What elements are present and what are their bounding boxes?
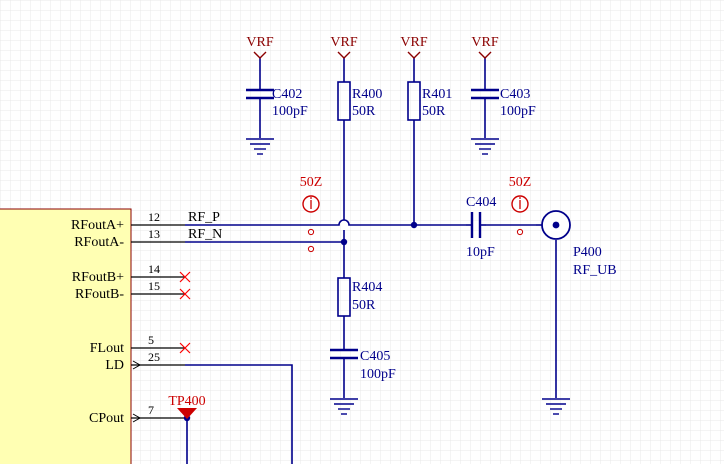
probe-point-icon	[516, 228, 524, 236]
no-connect-markers	[179, 271, 191, 354]
net-label-rf-p[interactable]: RF_P	[188, 210, 220, 225]
ic-body[interactable]	[0, 208, 132, 469]
capacitor-c403[interactable]	[471, 88, 499, 100]
junction-dot	[410, 221, 418, 229]
ic-pin-name-ld: LD	[105, 358, 124, 373]
c404-designator: C404	[466, 195, 496, 210]
pin-number-12: 12	[148, 210, 160, 224]
r400-designator: R400	[352, 87, 382, 102]
resistor-r401-body[interactable]	[407, 81, 421, 121]
c403-value: 100pF	[500, 104, 536, 119]
ground-icon[interactable]	[330, 398, 358, 415]
power-arrow-icon	[478, 51, 492, 59]
pin-number-15: 15	[148, 279, 160, 293]
power-label-vrf-2: VRF	[330, 35, 357, 50]
net-label-rf-n[interactable]: RF_N	[188, 227, 222, 242]
ground-icon[interactable]	[542, 398, 570, 415]
pin-numbers: 12 13 14 15 5 25 7	[148, 210, 160, 417]
impedance-marker-2[interactable]: 50Z	[509, 175, 532, 236]
net-labels: RF_P RF_N	[188, 210, 222, 242]
test-point-tp400[interactable]: TP400	[168, 394, 206, 419]
probe-point-icon	[307, 228, 315, 236]
resistor-r400-body[interactable]	[337, 81, 351, 121]
pin-number-5: 5	[148, 333, 154, 347]
ic-pin-name-rfoutb-minus: RFoutB-	[75, 287, 124, 302]
resistor-r404-body[interactable]	[337, 277, 351, 317]
pin-number-25: 25	[148, 350, 160, 364]
ground-icon[interactable]	[471, 138, 499, 155]
ld-pin-arrow-icon	[132, 360, 142, 370]
c405-value: 100pF	[360, 367, 396, 382]
r404-value: 50R	[352, 298, 376, 313]
r401-designator: R401	[422, 87, 452, 102]
junction-dot	[340, 238, 348, 246]
c404-value: 10pF	[466, 245, 495, 260]
pin-number-7: 7	[148, 403, 154, 417]
ic-pin-name-cpout: CPout	[89, 411, 124, 426]
impedance-label: 50Z	[300, 175, 323, 190]
power-label-vrf-4: VRF	[471, 35, 498, 50]
cpout-pin-arrow-icon	[132, 413, 142, 423]
power-ports	[253, 51, 492, 59]
power-arrow-icon	[337, 51, 351, 59]
tp400-designator: TP400	[168, 394, 205, 409]
ic-pin-name-rfouta-minus: RFoutA-	[74, 235, 124, 250]
c402-value: 100pF	[272, 104, 308, 119]
wire-rf-p[interactable]	[185, 219, 466, 226]
ic-pin-name-rfouta-plus: RFoutA+	[71, 218, 124, 233]
power-port-vrf-4[interactable]	[478, 51, 492, 59]
ground-icon[interactable]	[246, 138, 274, 155]
r401-value: 50R	[422, 104, 446, 119]
test-point-icon	[177, 408, 197, 419]
impedance-label: 50Z	[509, 175, 532, 190]
p400-designator: P400	[573, 245, 602, 260]
p400-value: RF_UB	[573, 263, 617, 278]
pin-number-14: 14	[148, 262, 160, 276]
power-arrow-icon	[253, 51, 267, 59]
power-label-vrf-1: VRF	[246, 35, 273, 50]
no-connect-icon[interactable]	[179, 342, 191, 354]
probe-point-icon	[307, 245, 315, 253]
pin-number-13: 13	[148, 227, 160, 241]
capacitors	[246, 88, 499, 360]
no-connect-icon[interactable]	[179, 271, 191, 283]
c402-designator: C402	[272, 87, 302, 102]
power-arrow-icon	[407, 51, 421, 59]
ic-pin-name-flout: FLout	[90, 341, 124, 356]
ic-pin-name-rfoutb-plus: RFoutB+	[72, 270, 124, 285]
r404-designator: R404	[352, 280, 382, 295]
pin-arrow-markers	[132, 360, 142, 423]
component-labels: C402 100pF R400 50R R401 50R C403 100pF …	[272, 87, 617, 382]
power-port-vrf-2[interactable]	[337, 51, 351, 59]
resistors	[337, 81, 421, 317]
wire-ld[interactable]	[185, 364, 293, 464]
no-connect-icon[interactable]	[179, 288, 191, 300]
power-port-vrf-1[interactable]	[253, 51, 267, 59]
r400-value: 50R	[352, 104, 376, 119]
ic-u400[interactable]: RFoutA+ RFoutA- RFoutB+ RFoutB- FLout LD…	[0, 208, 132, 469]
ground-symbols	[246, 138, 570, 415]
capacitor-c402[interactable]	[246, 88, 274, 100]
impedance-marker-1[interactable]: 50Z	[300, 175, 323, 253]
power-port-vrf-3[interactable]	[407, 51, 421, 59]
power-labels: VRF VRF VRF VRF	[246, 35, 498, 50]
c405-designator: C405	[360, 349, 390, 364]
power-label-vrf-3: VRF	[400, 35, 427, 50]
connector-p400[interactable]	[536, 210, 571, 240]
c403-designator: C403	[500, 87, 530, 102]
capacitor-c405[interactable]	[330, 348, 358, 360]
